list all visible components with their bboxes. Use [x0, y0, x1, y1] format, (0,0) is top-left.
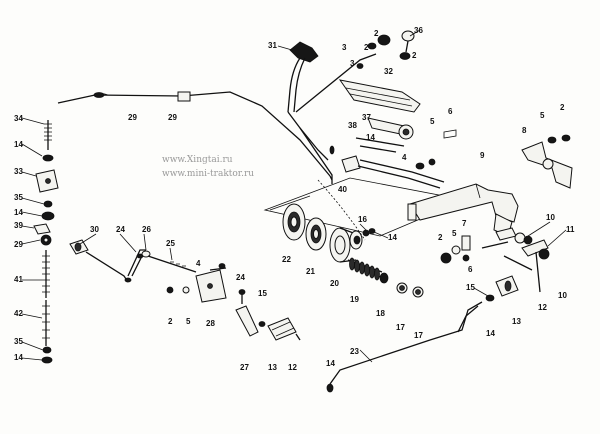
callout-17: 17	[396, 323, 405, 332]
callout-14: 14	[326, 359, 335, 368]
callout-2: 2	[168, 317, 173, 326]
callout-6: 6	[448, 107, 453, 116]
callout-5: 5	[452, 229, 457, 238]
callout-2: 2	[560, 103, 565, 112]
callout-13: 13	[512, 317, 521, 326]
callout-20: 20	[330, 279, 339, 288]
callout-41: 41	[14, 275, 23, 284]
callout-31: 31	[268, 41, 277, 50]
callout-27: 27	[240, 363, 249, 372]
callout-37: 37	[362, 113, 371, 122]
friction-disc-assembly	[263, 177, 467, 298]
callout-15: 15	[258, 289, 267, 298]
callout-9: 9	[480, 151, 485, 160]
callout-28: 28	[206, 319, 215, 328]
callout-17: 17	[414, 331, 423, 340]
callout-26: 26	[142, 225, 151, 234]
callout-12: 12	[288, 363, 297, 372]
callout-2: 2	[364, 43, 369, 52]
callout-5: 5	[430, 117, 435, 126]
callout-42: 42	[14, 309, 23, 318]
callout-32: 32	[384, 67, 393, 76]
left-bolt-stack	[33, 120, 59, 364]
callout-14: 14	[14, 208, 23, 217]
callout-5: 5	[540, 111, 545, 120]
callout-24: 24	[116, 225, 125, 234]
callout-35: 35	[14, 193, 23, 202]
throttle-cable	[57, 91, 333, 181]
callout-30: 30	[90, 225, 99, 234]
callout-6: 6	[468, 265, 473, 274]
callout-13: 13	[268, 363, 277, 372]
callout-24: 24	[236, 273, 245, 282]
right-bracket	[407, 134, 573, 237]
callout-4: 4	[402, 153, 407, 162]
callout-2: 2	[438, 233, 443, 242]
callout-3: 3	[342, 43, 347, 52]
callout-2: 2	[412, 51, 417, 60]
middle-linkage	[69, 239, 301, 341]
callout-14: 14	[388, 233, 397, 242]
callout-16: 16	[358, 215, 367, 224]
callout-7: 7	[462, 219, 467, 228]
callout-29: 29	[14, 240, 23, 249]
upper-lever-assembly	[287, 30, 457, 189]
callout-8: 8	[522, 126, 527, 135]
callout-15: 15	[466, 283, 475, 292]
callout-39: 39	[14, 221, 23, 230]
callout-2: 2	[374, 29, 379, 38]
callout-34: 34	[14, 114, 23, 123]
callout-14: 14	[14, 353, 23, 362]
callout-21: 21	[306, 267, 315, 276]
callout-10: 10	[558, 291, 567, 300]
callout-40: 40	[338, 185, 347, 194]
callout-14: 14	[366, 133, 375, 142]
callout-14: 14	[486, 329, 495, 338]
callout-35: 35	[14, 337, 23, 346]
callout-12: 12	[538, 303, 547, 312]
callout-4: 4	[196, 259, 201, 268]
callout-19: 19	[350, 295, 359, 304]
watermark-line-1: www.Xingtai.ru	[162, 155, 233, 165]
callout-18: 18	[376, 309, 385, 318]
leader-lines	[21, 29, 567, 363]
callout-29: 29	[168, 113, 177, 122]
callout-10: 10	[546, 213, 555, 222]
callout-29: 29	[128, 113, 137, 122]
callout-5: 5	[186, 317, 191, 326]
callout-25: 25	[166, 239, 175, 248]
right-linkage-parts	[326, 227, 550, 393]
callout-3: 3	[350, 59, 355, 68]
watermark-line-2: www.mini-traktor.ru	[162, 169, 254, 179]
callout-14: 14	[14, 140, 23, 149]
callout-23: 23	[350, 347, 359, 356]
callout-11: 11	[566, 225, 575, 234]
callout-38: 38	[348, 121, 357, 130]
callout-33: 33	[14, 167, 23, 176]
callout-22: 22	[282, 255, 291, 264]
